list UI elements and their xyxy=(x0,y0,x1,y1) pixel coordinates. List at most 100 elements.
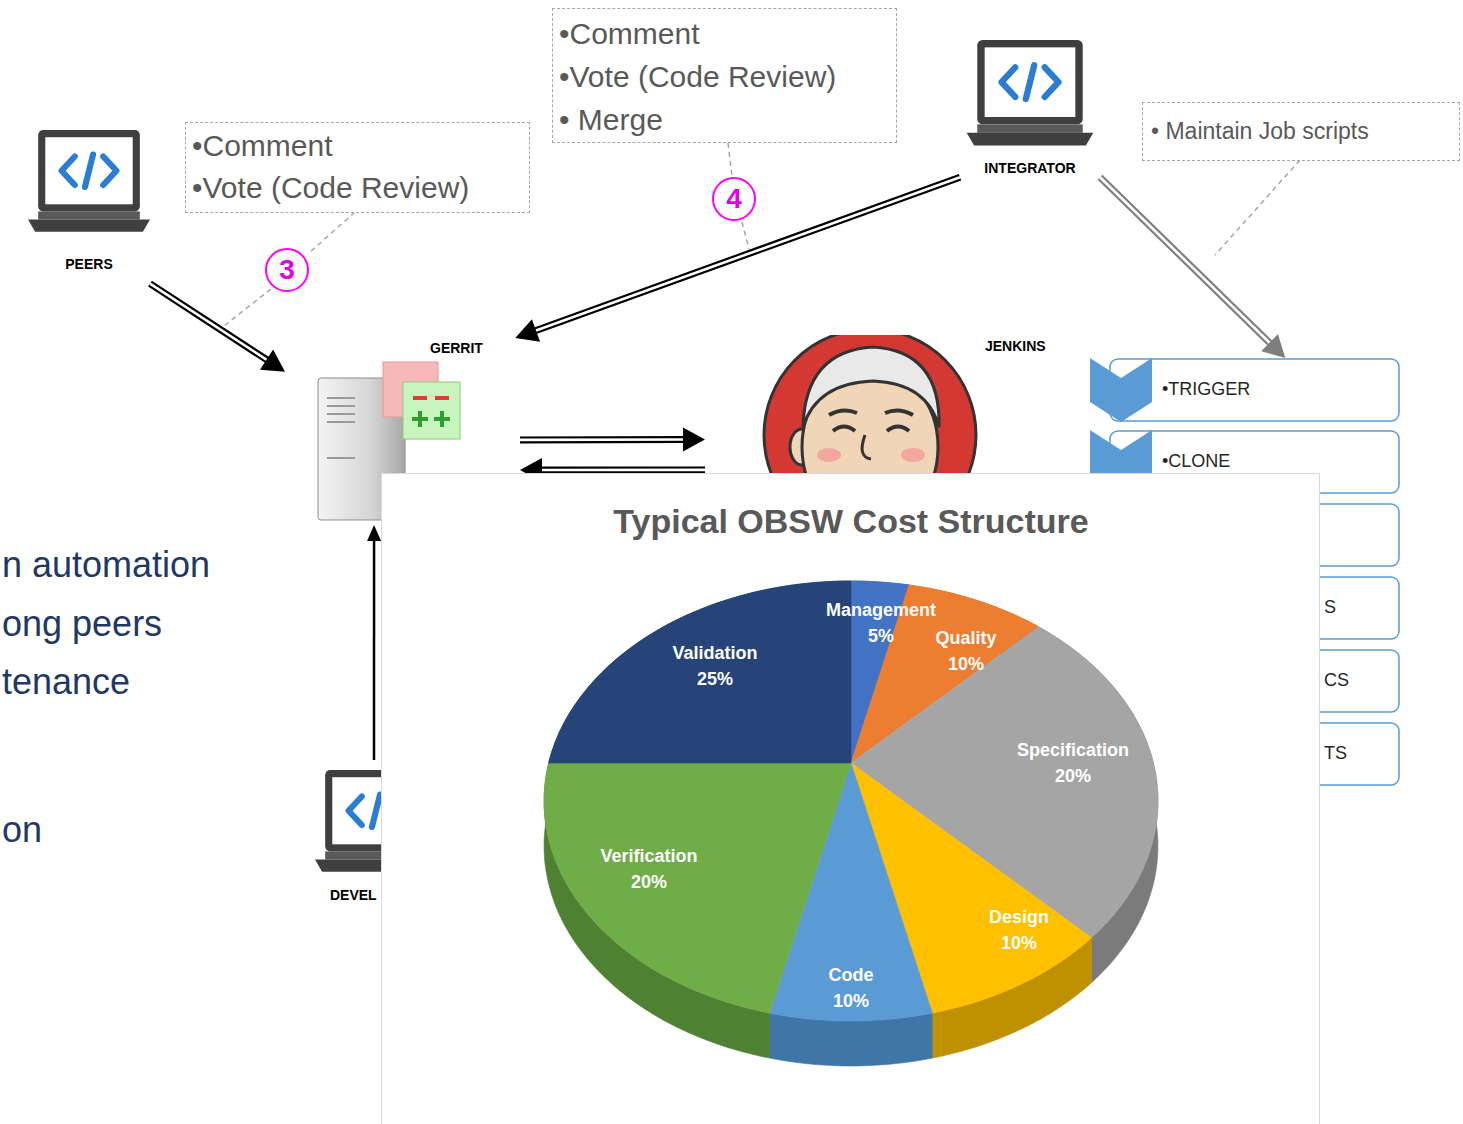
slice-label: Quality 10% xyxy=(935,625,996,677)
icon-shape xyxy=(327,413,355,415)
icon-shape xyxy=(1002,67,1016,97)
connector-arrow xyxy=(520,428,705,452)
chart-title: Typical OBSW Cost Structure xyxy=(613,502,1088,541)
icon-shape xyxy=(862,435,871,459)
pie-chart xyxy=(382,474,1320,1124)
callout-text: • Merge xyxy=(559,98,663,141)
slice-label: Validation 25% xyxy=(672,640,757,692)
connector-line-inner xyxy=(1100,177,1273,346)
connector-line xyxy=(1100,177,1273,346)
icon-shape xyxy=(327,457,355,459)
icon-shape xyxy=(977,40,1082,124)
icon-label: JENKINS xyxy=(985,338,1046,355)
arrow-head xyxy=(367,525,381,541)
arrow-head xyxy=(515,319,540,342)
stage-label: TS xyxy=(1324,743,1347,765)
icon-shape xyxy=(829,410,857,415)
icon-shape xyxy=(418,411,422,427)
icon-shape xyxy=(327,405,355,407)
connector-arrow xyxy=(367,525,381,760)
icon-shape xyxy=(327,397,355,399)
icon-shape xyxy=(1045,67,1059,97)
connector-line-inner xyxy=(532,177,960,332)
icon-shape xyxy=(62,157,75,185)
icon-shape xyxy=(38,211,140,219)
callout-text: •Comment xyxy=(559,12,700,55)
connector-arrow xyxy=(150,284,285,372)
connector-line xyxy=(520,436,687,443)
icon-shape xyxy=(803,347,939,427)
icon-shape xyxy=(403,382,460,439)
icon-shape xyxy=(349,797,362,825)
slice-label: Design 10% xyxy=(989,904,1049,956)
connector-arrow xyxy=(515,177,960,342)
connector-line-inner xyxy=(538,469,705,472)
slice-label: Management 5% xyxy=(826,597,936,649)
icon-shape xyxy=(1090,358,1152,422)
icon-label: PEERS xyxy=(65,256,112,273)
callout-number-text: 4 xyxy=(726,184,742,214)
connector-line xyxy=(532,177,960,332)
slice-label: Code 10% xyxy=(829,962,874,1014)
stage-label: CS xyxy=(1324,670,1349,692)
leader-line xyxy=(309,212,355,253)
icon-label: INTEGRATOR xyxy=(984,160,1075,177)
icon-label: DEVEL xyxy=(330,887,377,904)
body-text: ong peers xyxy=(2,604,162,644)
connector-line xyxy=(150,284,270,362)
leader-line xyxy=(742,222,749,249)
icon-shape xyxy=(327,421,355,423)
leader-line xyxy=(224,289,271,326)
icon-shape xyxy=(817,448,841,462)
icon-shape xyxy=(977,124,1082,132)
icon-shape xyxy=(833,427,855,432)
callout-number: 4 xyxy=(712,177,756,221)
callout-text: •Vote (Code Review) xyxy=(559,55,836,98)
laptop-icon xyxy=(964,40,1096,156)
pie-slice xyxy=(544,763,851,1013)
icon-shape xyxy=(372,794,380,827)
icon-shape xyxy=(440,411,444,427)
slice-label: Verification 20% xyxy=(600,843,697,895)
connector-arrow xyxy=(1100,177,1285,358)
icon-shape xyxy=(103,157,116,185)
slice-label: Specification 20% xyxy=(1017,737,1129,789)
callout-number: 3 xyxy=(265,248,309,292)
callout-number-text: 3 xyxy=(279,255,295,285)
callout-text: • Maintain Job scripts xyxy=(1151,116,1369,146)
arrow-head xyxy=(1261,334,1285,358)
pipeline-stage: •TRIGGER xyxy=(1090,358,1400,422)
icon-shape xyxy=(887,427,909,432)
icon-shape xyxy=(901,448,925,462)
icon-shape xyxy=(985,47,1076,117)
peers-laptop: PEERS xyxy=(28,130,150,290)
leader-line xyxy=(728,143,732,176)
connector-line xyxy=(373,538,376,760)
icon-shape xyxy=(45,137,132,204)
icon-shape xyxy=(413,396,427,400)
icon-shape xyxy=(435,396,449,400)
callout-box: • Maintain Job scripts xyxy=(1142,102,1460,161)
icon-shape xyxy=(38,130,140,211)
icon-shape xyxy=(85,154,93,187)
icon-shape xyxy=(885,410,913,415)
callout-box: •Comment•Vote (Code Review) xyxy=(185,122,530,213)
callout-text: •Vote (Code Review) xyxy=(192,167,469,209)
body-text: tenance xyxy=(2,662,130,702)
body-text: on xyxy=(2,810,42,850)
pie-slice xyxy=(549,581,851,763)
icon-shape xyxy=(1110,359,1399,421)
laptop-icon xyxy=(28,130,150,242)
icon-shape xyxy=(1026,65,1034,99)
body-text: n automation xyxy=(2,545,210,585)
stage-label: •TRIGGER xyxy=(1162,379,1250,401)
callout-box: •Comment•Vote (Code Review)• Merge xyxy=(552,8,897,143)
connector-line-inner xyxy=(150,284,270,362)
arrow-head xyxy=(260,350,285,372)
callout-text: •Comment xyxy=(192,125,333,167)
icon-shape xyxy=(967,133,1094,146)
connector-line-inner xyxy=(520,438,687,441)
stage-label: S xyxy=(1324,597,1336,619)
arrow-head xyxy=(683,428,705,452)
